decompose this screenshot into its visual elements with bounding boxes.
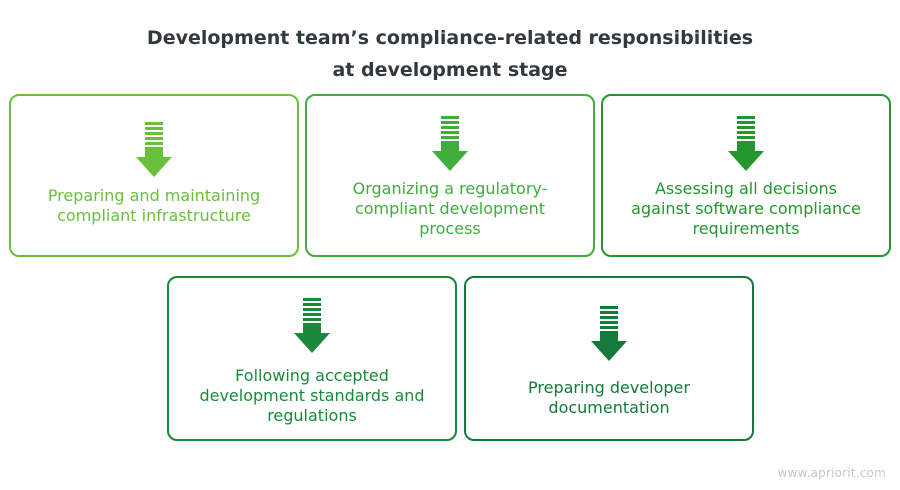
card-organizing-process: Organizing a regulatory- compliant devel… [305,94,595,257]
arrow-stripe [303,313,321,316]
arrow-stripe [303,318,321,321]
arrow-stripe [600,311,618,314]
card-assessing-decisions: Assessing all decisions against software… [601,94,891,257]
card-label: Preparing and maintaining compliant infr… [47,186,261,225]
card-following-standards: Following accepted development standards… [167,276,457,441]
diagram-title: Development team’s compliance-related re… [0,22,900,86]
arrow-down-icon [728,116,764,171]
card-label: Preparing developer documentation [528,378,690,417]
arrow-stripe [441,136,459,139]
arrow-stripe [737,126,755,129]
arrow-stripe [145,132,163,135]
arrow-stripe [145,142,163,145]
arrow-down-icon [591,306,627,361]
arrow-stripe [303,308,321,311]
arrow-stripe [303,298,321,301]
arrow-stripe [303,303,321,306]
arrow-stripe [441,131,459,134]
card-preparing-infrastructure: Preparing and maintaining compliant infr… [9,94,299,257]
arrow-down-icon [136,122,172,177]
arrow-stripe [737,136,755,139]
arrow-stripe [737,131,755,134]
arrow-stripe [441,121,459,124]
arrow-head [136,157,172,177]
arrow-stripe [145,122,163,125]
arrow-stripe [600,321,618,324]
arrow-stripe [600,306,618,309]
card-preparing-documentation: Preparing developer documentation [464,276,754,441]
arrow-stripe [600,326,618,329]
arrow-shaft [303,323,321,334]
arrow-shaft [600,331,618,342]
arrow-down-icon [432,116,468,171]
arrow-stripe [600,316,618,319]
arrow-shaft [145,147,163,158]
arrow-stripe [145,137,163,140]
arrow-stripe [737,121,755,124]
arrow-stripe [145,127,163,130]
arrow-head [728,151,764,171]
card-label: Organizing a regulatory- compliant devel… [352,179,548,238]
arrow-shaft [441,141,459,152]
title-line-2: at development stage [332,59,568,81]
arrow-head [294,333,330,353]
watermark: www.apriorit.com [777,466,886,480]
arrow-shaft [737,141,755,152]
card-label: Following accepted development standards… [199,366,425,425]
arrow-down-icon [294,298,330,353]
arrow-stripe [441,116,459,119]
arrow-head [591,341,627,361]
arrow-head [432,151,468,171]
title-line-1: Development team’s compliance-related re… [146,27,754,49]
arrow-stripe [737,116,755,119]
card-label: Assessing all decisions against software… [631,179,861,238]
arrow-stripe [441,126,459,129]
